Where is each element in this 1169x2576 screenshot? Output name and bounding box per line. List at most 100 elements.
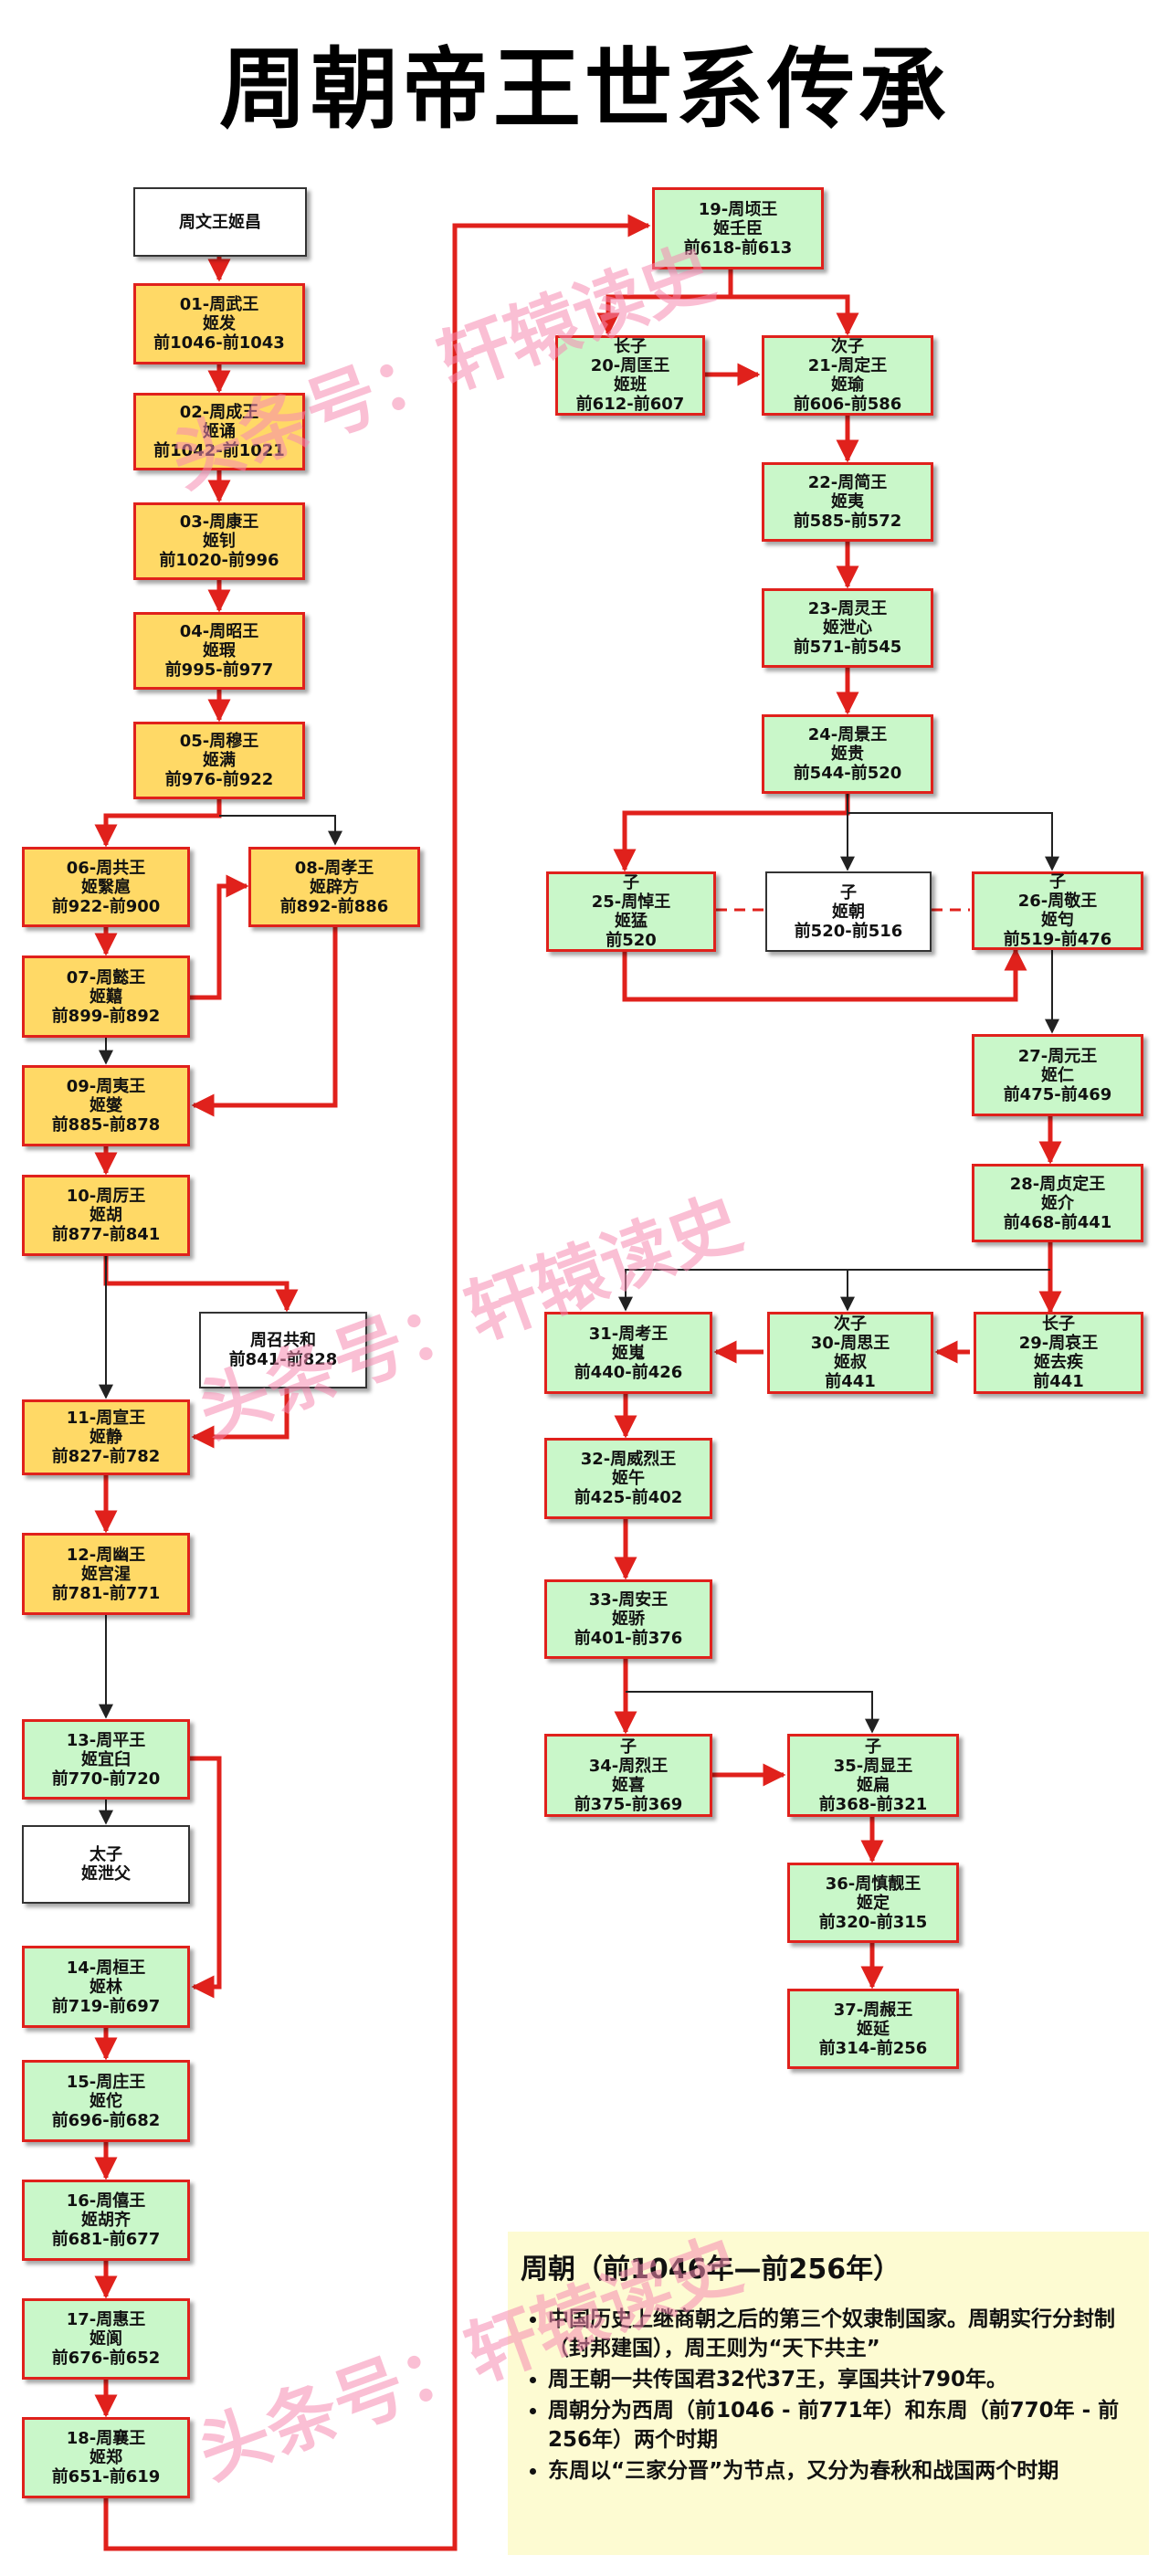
king-reign: 前612-前607	[575, 395, 685, 414]
king-reign: 前976-前922	[164, 770, 274, 789]
node-king-36: 36-周慎靓王 姬定 前320-前315	[787, 1863, 959, 1943]
king-title: 22-周简王	[807, 473, 888, 492]
king-reign: 前368-前321	[818, 1794, 928, 1814]
king-title: 12-周幽王	[66, 1545, 146, 1565]
line-24-to-25	[613, 794, 850, 872]
king-relation: 长子	[614, 337, 647, 356]
node-king-34: 子 34-周烈王 姬喜 前375-前369	[544, 1734, 712, 1817]
king-name: 姬胡	[90, 1206, 122, 1225]
node-gonghe-regency: 周召共和 前841-前828	[199, 1312, 367, 1388]
node-king-09: 09-周夷王 姬燮 前885-前878	[22, 1065, 190, 1146]
king-title: 08-周孝王	[294, 858, 374, 878]
node-king-18: 18-周襄王 姬郑 前651-前619	[22, 2417, 190, 2498]
king-name: 姬静	[90, 1428, 122, 1447]
node-king-33: 33-周安王 姬骄 前401-前376	[544, 1579, 712, 1659]
node-king-23: 23-周灵王 姬泄心 前571-前545	[762, 588, 933, 668]
king-reign: 前401-前376	[574, 1629, 683, 1648]
king-reign: 前468-前441	[1003, 1212, 1112, 1232]
king-reign: 前995-前977	[164, 660, 274, 680]
king-reign: 前827-前782	[51, 1447, 161, 1466]
king-title: 24-周景王	[807, 725, 888, 744]
summary-bullet: 东周以“三家分晋”为节点，又分为春秋和战国两个时期	[548, 2456, 1136, 2486]
king-name: 姬胡齐	[81, 2211, 131, 2230]
line-07-to-08	[190, 874, 249, 1000]
king-title: 15-周庄王	[66, 2072, 146, 2092]
node-king-04: 04-周昭王 姬瑕 前995-前977	[133, 612, 305, 690]
king-title: 33-周安王	[588, 1590, 669, 1610]
node-prince-chao: 子 姬朝 前520-前516	[765, 871, 932, 952]
page-title: 周朝帝王世系传承	[219, 38, 950, 141]
node-king-17: 17-周惠王 姬阆 前676-前652	[22, 2298, 190, 2380]
node-king-24: 24-周景王 姬贵 前544-前520	[762, 714, 933, 794]
node-king-22: 22-周简王 姬夷 前585-前572	[762, 462, 933, 542]
node-crown-prince: 太子 姬泄父	[22, 1825, 190, 1904]
king-title: 37-周赧王	[833, 2000, 913, 2020]
king-title: 11-周宣王	[66, 1409, 146, 1428]
king-name: 姬定	[857, 1893, 890, 1913]
king-reign: 前1042-前1021	[153, 441, 285, 460]
king-title: 35-周显王	[833, 1756, 913, 1776]
king-title: 04-周昭王	[179, 622, 259, 641]
node-label: 太子	[90, 1845, 122, 1864]
line-18-to-19	[103, 214, 651, 2551]
king-reign: 前922-前900	[51, 896, 161, 916]
king-title: 01-周武王	[179, 295, 259, 314]
king-title: 02-周成王	[179, 403, 259, 422]
line-13-to-14	[190, 1756, 222, 1999]
king-name: 姬林	[90, 1977, 122, 1997]
summary-list: 中国历史上继商朝之后的第三个奴隶制国家。周朝实行分封制（封邦建国），周王则为“天…	[521, 2305, 1136, 2486]
king-reign: 前1020-前996	[159, 551, 279, 570]
node-reign: 前520-前516	[794, 921, 903, 941]
node-king-30: 次子 30-周思王 姬叔 前441	[767, 1312, 933, 1394]
king-name: 姬嵬	[612, 1343, 645, 1363]
line-gonghe-to-11	[191, 1388, 290, 1449]
node-king-01: 01-周武王 姬发 前1046-前1043	[133, 283, 305, 364]
node-king-05: 05-周穆王 姬满 前976-前922	[133, 722, 305, 799]
king-title: 23-周灵王	[807, 599, 888, 618]
king-name: 姬仁	[1041, 1065, 1074, 1085]
king-reign: 前606-前586	[793, 395, 902, 414]
king-title: 03-周康王	[179, 512, 259, 532]
king-name: 姬泄心	[823, 618, 872, 638]
line-25-to-26	[622, 947, 1027, 1002]
king-title: 17-周惠王	[66, 2310, 146, 2329]
summary-panel: 周朝（前1046年—前256年） 中国历史上继商朝之后的第三个奴隶制国家。周朝实…	[508, 2232, 1149, 2555]
summary-bullet: 周朝分为西周（前1046 - 前771年）和东周（前770年 - 前256年）两…	[548, 2396, 1136, 2455]
king-relation: 次子	[831, 337, 864, 356]
node-king-02: 02-周成王 姬诵 前1042-前1021	[133, 393, 305, 470]
line-10-to-gonghe	[103, 1256, 299, 1313]
king-reign: 前571-前545	[793, 638, 902, 657]
king-reign: 前519-前476	[1003, 930, 1112, 949]
king-title: 09-周夷王	[66, 1077, 146, 1096]
summary-bullet: 中国历史上继商朝之后的第三个奴隶制国家。周朝实行分封制（封邦建国），周王则为“天…	[548, 2305, 1136, 2363]
node-king-25: 子 25-周悼王 姬猛 前520	[546, 871, 716, 952]
king-title: 34-周烈王	[588, 1756, 669, 1776]
king-title: 14-周桓王	[66, 1958, 146, 1978]
king-title: 10-周厉王	[66, 1187, 146, 1206]
node-name: 姬朝	[832, 902, 865, 922]
king-name: 姬发	[203, 314, 236, 333]
node-king-29: 长子 29-周哀王 姬去疾 前441	[974, 1312, 1143, 1394]
king-reign: 前440-前426	[574, 1362, 683, 1382]
node-king-11: 11-周宣王 姬静 前827-前782	[22, 1399, 190, 1475]
king-name: 姬叔	[834, 1353, 867, 1372]
line-19-to-20	[596, 269, 733, 336]
king-reign: 前892-前886	[279, 896, 389, 916]
king-name: 姬佗	[90, 2091, 122, 2111]
king-relation: 子	[623, 873, 639, 892]
king-title: 27-周元王	[1017, 1046, 1098, 1066]
node-label: 周文王姬昌	[179, 212, 261, 232]
king-name: 姬壬臣	[713, 218, 763, 238]
king-reign: 前441	[1033, 1372, 1084, 1391]
node-king-28: 28-周贞定王 姬介 前468-前441	[972, 1164, 1143, 1242]
king-reign: 前585-前572	[793, 512, 902, 531]
node-name: 姬泄父	[81, 1864, 131, 1884]
node-king-13: 13-周平王 姬宜臼 前770-前720	[22, 1719, 190, 1800]
king-name: 姬钊	[203, 532, 236, 551]
king-reign: 前314-前256	[818, 2038, 928, 2058]
king-name: 姬宫湦	[81, 1564, 131, 1584]
king-name: 姬囏	[90, 987, 122, 1007]
node-king-16: 16-周僖王 姬胡齐 前681-前677	[22, 2180, 190, 2261]
line-05-to-08	[219, 815, 342, 846]
king-reign: 前520	[606, 931, 657, 950]
